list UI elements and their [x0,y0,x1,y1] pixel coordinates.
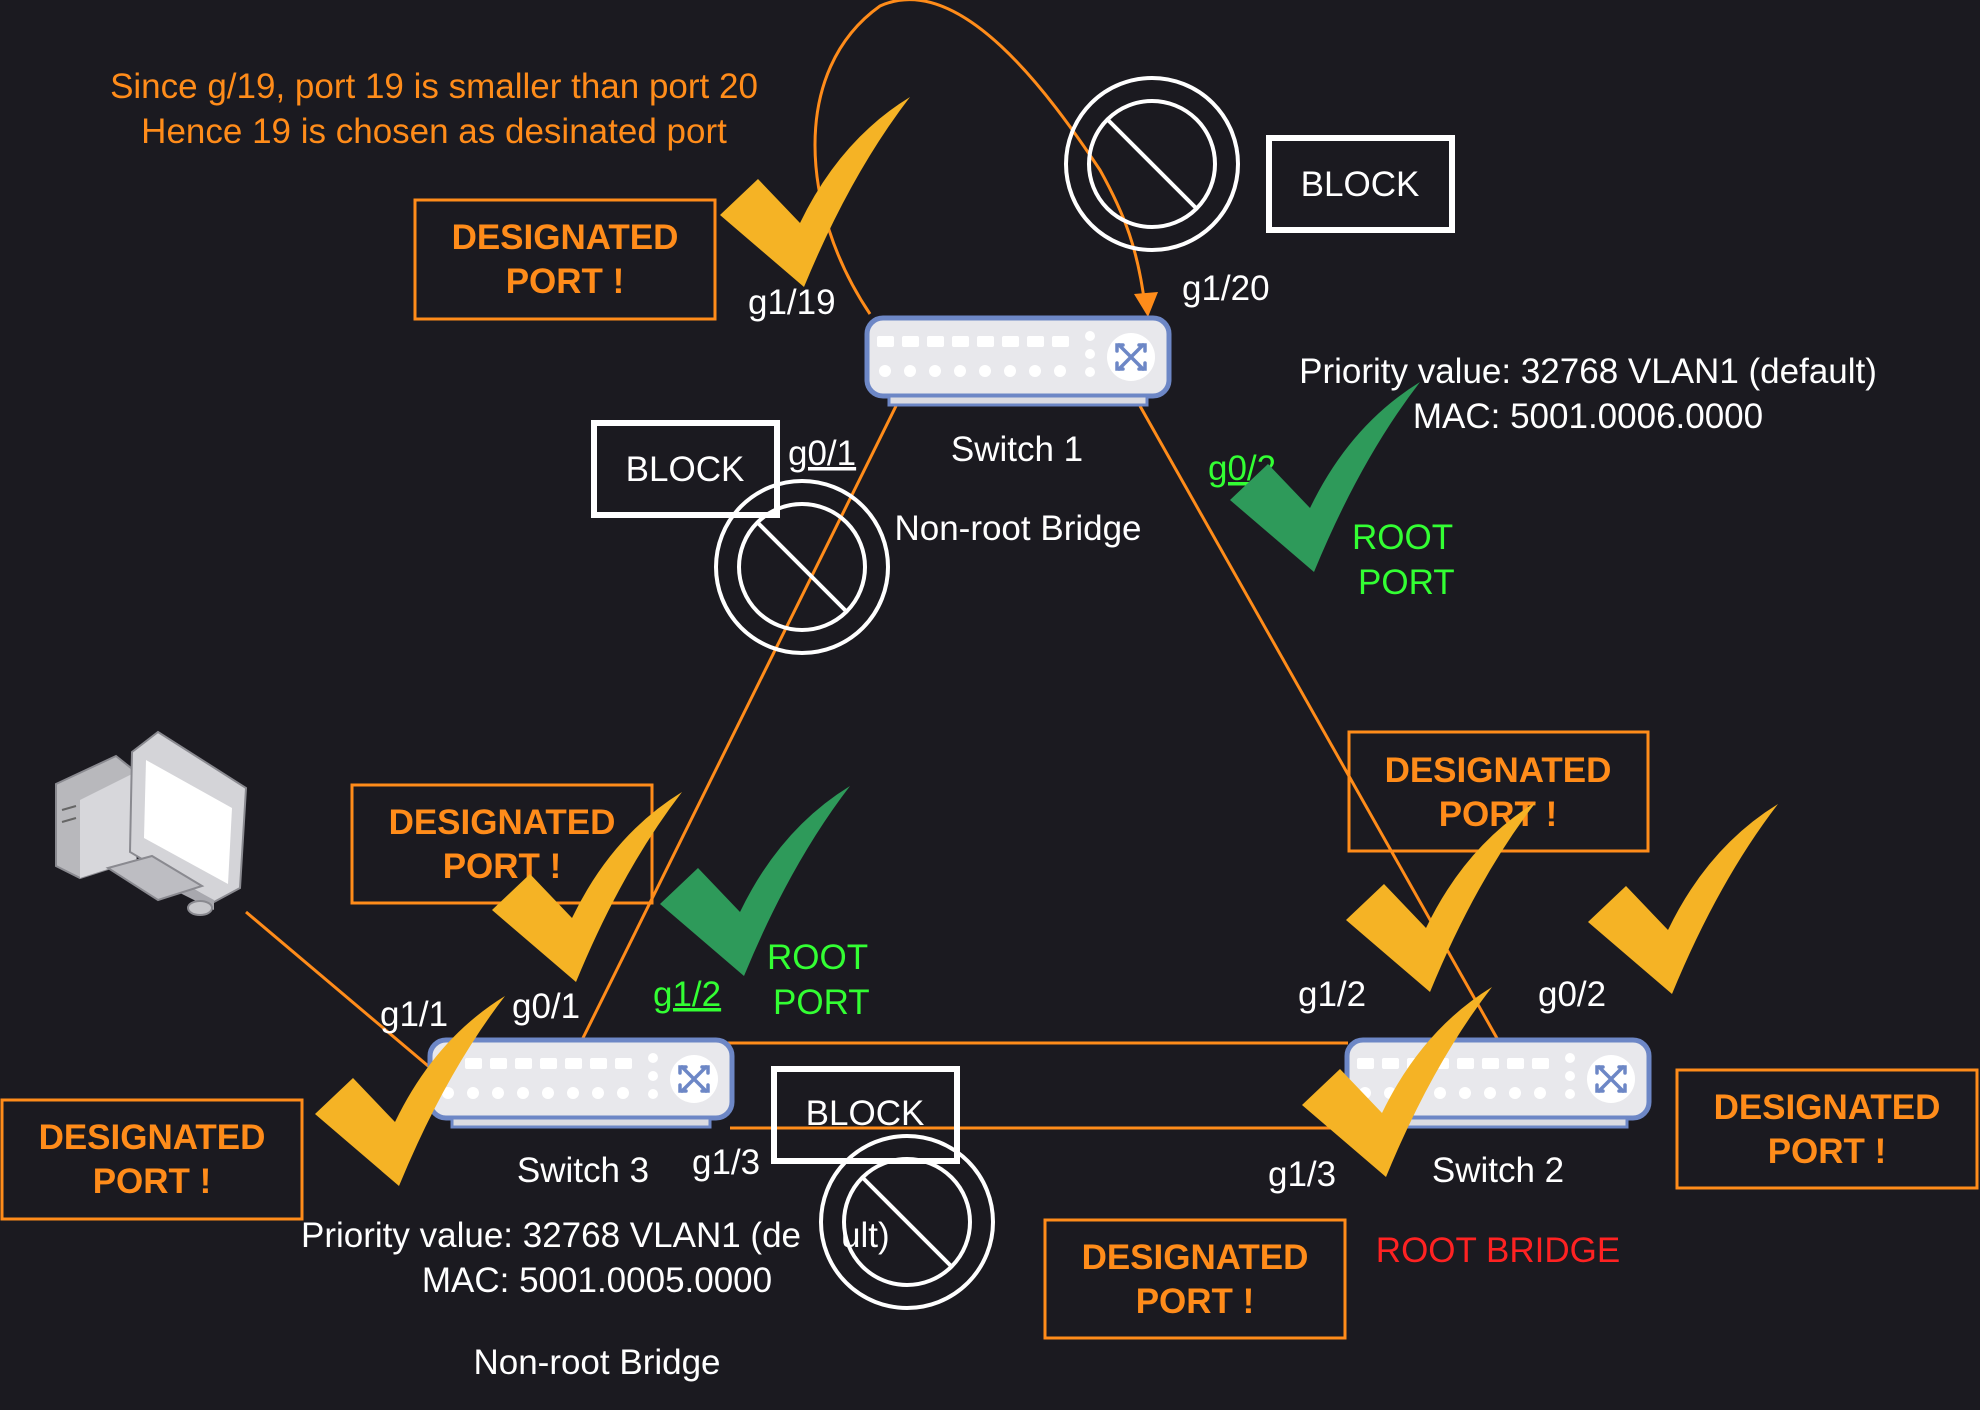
port-label-s3-g1-3: g1/3 [692,1143,760,1182]
port-label-s2-g0-2: g0/2 [1538,975,1606,1014]
designated-port-box-s3-g0-1: DESIGNATED PORT ! [350,783,654,905]
root-port-label-s1-line2: PORT [1358,563,1455,602]
port-label-s3-g1-1: g1/1 [380,995,448,1034]
svg-text:DESIGNATED: DESIGNATED [1082,1238,1309,1277]
svg-text:DESIGNATED: DESIGNATED [39,1118,266,1157]
annotation-line-2: Hence 19 is chosen as desinated port [141,112,727,151]
switch-1-mac: MAC: 5001.0006.0000 [1413,397,1763,436]
check-icon-s2-g0-2 [1588,804,1778,994]
switch-1-priority: Priority value: 32768 VLAN1 (default) [1299,352,1877,391]
block-icon-s1-g0-1 [714,479,890,655]
svg-text:PORT !: PORT ! [1768,1132,1887,1171]
switch-1-role: Non-root Bridge [894,509,1141,548]
block-box-s1-g1-20: BLOCK [1266,135,1455,233]
link-arrowhead [1134,292,1158,317]
switch-3-icon [430,1040,732,1127]
link-s1-g1-19-to-g1-20 [813,0,1147,315]
designated-port-box-s2-g1-2: DESIGNATED PORT ! [1347,730,1650,853]
root-port-label-s3: ROOT [767,938,868,977]
designated-port-box-s2-g1-3: DESIGNATED PORT ! [1043,1218,1347,1340]
port-label-s2-g1-3: g1/3 [1268,1155,1336,1194]
link-pc-to-s3-g1-1 [245,910,441,1078]
annotation-line-1: Since g/19, port 19 is smaller than port… [110,67,758,106]
svg-text:DESIGNATED: DESIGNATED [452,218,679,257]
block-box-s3-g1-3: BLOCK [771,1066,960,1164]
svg-text:PORT !: PORT ! [93,1162,212,1201]
block-box-s1-g0-1: BLOCK [591,420,780,518]
switch-3-role: Non-root Bridge [473,1343,720,1382]
port-label-s3-g0-1: g0/1 [512,987,580,1026]
designated-port-box-s2-g0-2: DESIGNATED PORT ! [1675,1068,1979,1190]
svg-text:BLOCK: BLOCK [806,1094,925,1133]
svg-text:DESIGNATED: DESIGNATED [1385,751,1612,790]
port-label-s3-g1-2: g1/2 [653,975,721,1014]
svg-text:BLOCK: BLOCK [626,450,745,489]
block-icon-s1-g1-20 [1064,76,1240,252]
switch-2-name: Switch 2 [1432,1151,1564,1190]
svg-text:BLOCK: BLOCK [1301,165,1420,204]
port-label-s1-g0-1: g0/1 [788,434,856,473]
root-port-label-s1: ROOT [1352,518,1453,557]
switch-3-mac: MAC: 5001.0005.0000 [422,1261,772,1300]
port-label-s2-g1-2: g1/2 [1298,975,1366,1014]
root-port-label-s3-line2: PORT [773,983,870,1022]
svg-text:PORT !: PORT ! [443,847,562,886]
computer-icon [55,730,248,916]
port-label-s1-g1-20: g1/20 [1182,269,1270,308]
link-s1-g0-1-to-s3-g0-1 [580,405,898,1041]
designated-port-box-s1-g1-19: DESIGNATED PORT ! [413,198,717,321]
switch-1-icon [867,318,1169,405]
designated-port-box-s3-g1-1: DESIGNATED PORT ! [0,1098,304,1221]
svg-text:PORT !: PORT ! [506,262,625,301]
switch-3-name: Switch 3 [517,1151,649,1190]
svg-text:DESIGNATED: DESIGNATED [389,803,616,842]
svg-text:PORT !: PORT ! [1136,1282,1255,1321]
switch-1-name: Switch 1 [951,430,1083,469]
switch-3-priority-start: Priority value: 32768 VLAN1 (de [301,1216,801,1255]
svg-text:DESIGNATED: DESIGNATED [1714,1088,1941,1127]
port-label-s1-g1-19: g1/19 [748,283,836,322]
svg-text:PORT !: PORT ! [1439,795,1558,834]
switch-2-role: ROOT BRIDGE [1376,1231,1620,1270]
